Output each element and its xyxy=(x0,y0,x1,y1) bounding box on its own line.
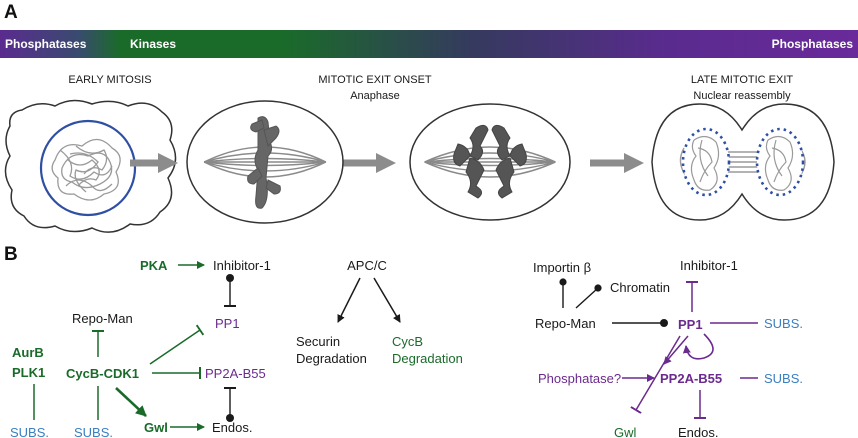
edge-pp1-gwl xyxy=(630,335,681,414)
bar-label-phosphatases-right: Phosphatases xyxy=(772,37,854,51)
metaphase-cell xyxy=(186,100,344,224)
nucleus-envelope xyxy=(39,119,137,217)
node-pp2a-right: PP2A-B55 xyxy=(660,371,722,386)
node-subs-right-1: SUBS. xyxy=(764,316,803,331)
node-subs-right-2: SUBS. xyxy=(764,371,803,386)
node-gwl-left: Gwl xyxy=(144,420,168,435)
edge-chromatin-repoman xyxy=(575,284,602,309)
bar-label-phosphatases-left: Phosphatases xyxy=(5,37,87,51)
node-pka: PKA xyxy=(140,258,168,273)
telophase-cell xyxy=(651,103,835,221)
panel-label-b: B xyxy=(4,244,18,265)
node-aurb: AurB xyxy=(12,345,44,360)
metaphase-chromosomes xyxy=(247,116,281,209)
apcc-network: APC/C Securin Degradation CycB Degradati… xyxy=(296,258,463,366)
early-mitosis-cell xyxy=(4,99,177,233)
bar-label-kinases: Kinases xyxy=(130,37,176,51)
left-signaling-network: PKA Inhibitor-1 PP1 Repo-Man AurB PLK1 S… xyxy=(10,258,271,438)
edge-cdk1-gwl xyxy=(115,387,147,417)
edge-apcc-cycb xyxy=(373,277,401,323)
node-pp1-left: PP1 xyxy=(215,316,240,331)
stage-early-mitosis: EARLY MITOSIS xyxy=(68,74,151,86)
node-plk1: PLK1 xyxy=(12,365,45,380)
node-pp1-right: PP1 xyxy=(678,317,703,332)
node-subs-left-1: SUBS. xyxy=(10,425,49,438)
reforming-nucleus-right xyxy=(755,127,805,197)
right-signaling-network: Importin β Chromatin Inhibitor-1 Repo-Ma… xyxy=(533,258,803,438)
stage-arrow-3 xyxy=(590,153,644,173)
node-cycb: CycB xyxy=(392,334,423,349)
edge-apcc-securin xyxy=(337,277,361,323)
node-endos-left: Endos. xyxy=(212,420,252,435)
edge-pp1-autoactivation xyxy=(682,333,714,360)
node-repoman-left: Repo-Man xyxy=(72,311,133,326)
node-inhibitor1-left: Inhibitor-1 xyxy=(213,258,271,273)
node-cycb-degradation: Degradation xyxy=(392,351,463,366)
node-inhibitor1-right: Inhibitor-1 xyxy=(680,258,738,273)
node-chromatin: Chromatin xyxy=(610,280,670,295)
stage-anaphase: Anaphase xyxy=(350,90,400,102)
node-pp2a-left: PP2A-B55 xyxy=(205,366,266,381)
node-repoman-right: Repo-Man xyxy=(535,316,596,331)
stage-late-mitotic-exit: LATE MITOTIC EXIT xyxy=(691,74,794,86)
stage-arrow-1 xyxy=(130,153,178,173)
node-subs-left-2: SUBS. xyxy=(74,425,113,438)
decondensing-chromatin xyxy=(690,135,794,191)
node-endos-right: Endos. xyxy=(678,425,718,438)
panel-label-a: A xyxy=(4,2,18,23)
edge-cdk1-pp1 xyxy=(149,324,205,365)
reforming-nucleus-left xyxy=(681,127,731,197)
edge-pp1-pp2a xyxy=(663,335,689,365)
node-securin: Securin xyxy=(296,334,340,349)
node-securin-degradation: Degradation xyxy=(296,351,367,366)
stage-arrow-2 xyxy=(342,153,396,173)
stage-mitotic-exit-onset: MITOTIC EXIT ONSET xyxy=(318,74,432,86)
chromatin-tangle xyxy=(51,138,121,201)
node-phosphatase-question: Phosphatase? xyxy=(538,371,621,386)
node-cycb-cdk1: CycB-CDK1 xyxy=(66,366,139,381)
anaphase-chromosomes xyxy=(453,124,527,199)
kinase-phosphatase-gradient-bar xyxy=(0,30,858,58)
node-importin: Importin β xyxy=(533,260,591,275)
node-gwl-right: Gwl xyxy=(614,425,637,438)
anaphase-cell xyxy=(409,103,571,221)
node-apcc: APC/C xyxy=(347,258,387,273)
stage-nuclear-reassembly: Nuclear reassembly xyxy=(693,90,791,102)
